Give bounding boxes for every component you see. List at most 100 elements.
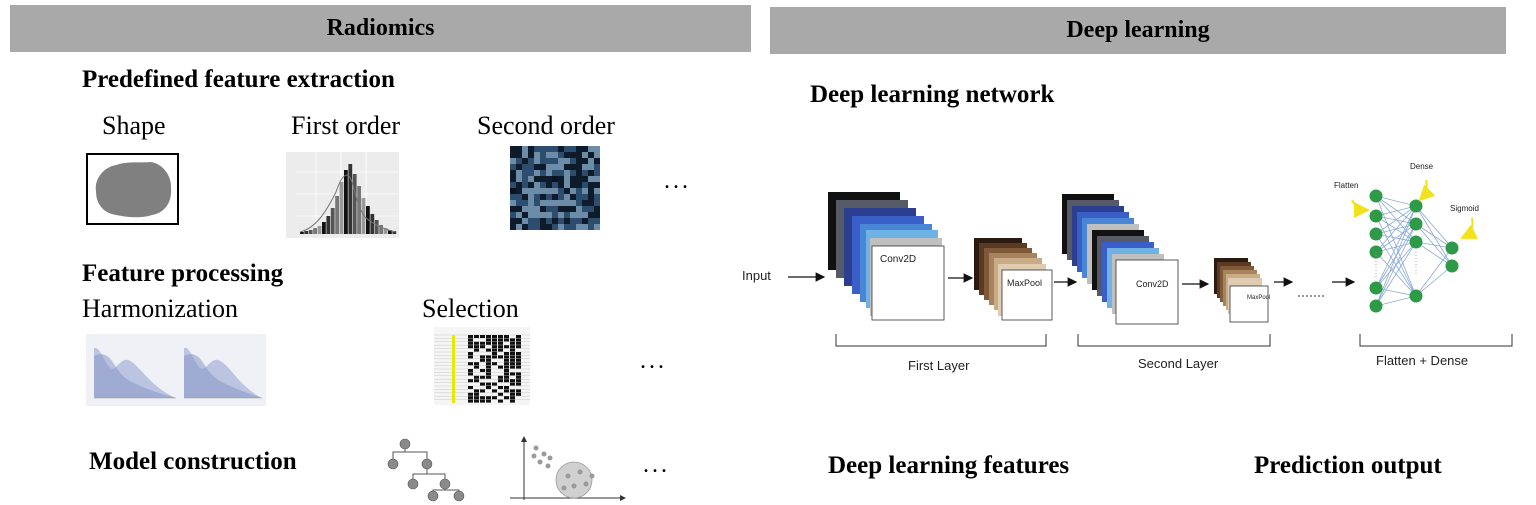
texture-cell [540, 194, 546, 200]
texture-cell [516, 152, 522, 158]
texture-cell [552, 212, 558, 218]
texture-cell [588, 206, 594, 212]
selection-cell [468, 355, 473, 359]
texture-cell [576, 194, 582, 200]
selection-cell [504, 352, 509, 355]
histogram-bar [357, 186, 361, 234]
selection-cell [480, 382, 485, 386]
selection-cell [504, 338, 509, 342]
selection-cell [516, 392, 521, 396]
texture-cell [546, 146, 552, 152]
texture-cell [594, 158, 600, 164]
nn-connection [1375, 195, 1417, 297]
selection-cell [486, 382, 491, 386]
nn-connection [1415, 205, 1453, 249]
selection-cell [504, 389, 509, 393]
feature-processing-ellipsis: ... [640, 348, 667, 374]
texture-cell [576, 224, 582, 230]
texture-cell [594, 194, 600, 200]
texture-cell [576, 152, 582, 158]
texture-cell [522, 200, 528, 206]
selection-cell [480, 335, 485, 338]
harmonization-plot-2 [176, 334, 266, 406]
deep-learning-banner: Deep learning [770, 7, 1506, 54]
histogram-bar [370, 214, 375, 234]
maxpool-label-2: MaxPool [1247, 295, 1271, 301]
selection-cell [480, 396, 485, 400]
texture-cell [528, 212, 534, 218]
second-order-label: Second order [477, 111, 615, 140]
selection-cell [498, 355, 503, 359]
selection-cell [516, 389, 521, 393]
selection-cell [498, 335, 503, 338]
texture-cell [522, 176, 528, 182]
selection-cell [468, 399, 473, 403]
selection-cell [510, 362, 515, 366]
texture-cell [582, 188, 588, 194]
nn-connection [1375, 205, 1417, 217]
texture-cell [552, 194, 558, 200]
texture-cell [522, 218, 528, 224]
selection-cell [468, 372, 473, 376]
texture-cell [558, 176, 564, 182]
selection-cell [504, 365, 509, 369]
selection-cell [510, 399, 515, 403]
conv2d-label-1: Conv2D [880, 254, 917, 265]
texture-cell [510, 170, 516, 176]
texture-cell [516, 176, 522, 182]
texture-cell [564, 194, 570, 200]
texture-cell [522, 158, 528, 164]
selection-cell [486, 372, 491, 376]
texture-cell [564, 176, 570, 182]
texture-cell [522, 164, 528, 170]
texture-cell [534, 188, 540, 194]
nn-neuron [1409, 289, 1423, 303]
selection-cell [486, 369, 491, 372]
texture-cell [522, 170, 528, 176]
texture-cell [552, 146, 558, 152]
texture-cell [528, 176, 534, 182]
texture-cell [564, 200, 570, 206]
texture-cell [510, 152, 516, 158]
texture-cell [534, 182, 540, 188]
texture-cell [582, 200, 588, 206]
selection-cell [480, 341, 485, 345]
nn-connection [1415, 265, 1453, 297]
texture-cell [564, 152, 570, 158]
texture-cell [528, 158, 534, 164]
feature-processing-heading: Feature processing [82, 260, 284, 287]
texture-cell [558, 164, 564, 170]
selection-label: Selection [422, 294, 519, 323]
texture-cell [570, 182, 576, 188]
texture-cell [564, 224, 570, 230]
texture-cell [570, 206, 576, 212]
selection-cell [498, 338, 503, 342]
nn-neuron [1409, 217, 1423, 231]
texture-cell [522, 146, 528, 152]
selection-matrix-image [434, 327, 530, 405]
texture-cell [570, 200, 576, 206]
selection-cell [510, 396, 515, 400]
texture-cell [528, 182, 534, 188]
texture-cell [546, 212, 552, 218]
selection-cell [516, 372, 521, 376]
texture-cell [582, 164, 588, 170]
texture-cell [594, 146, 600, 152]
selection-cell [468, 338, 473, 342]
selection-cell [504, 335, 509, 338]
nn-connection [1375, 295, 1417, 307]
texture-cell [516, 164, 522, 170]
texture-cell [570, 194, 576, 200]
texture-cell [594, 152, 600, 158]
texture-cell [570, 146, 576, 152]
texture-cell [540, 158, 546, 164]
selection-cell [468, 369, 473, 372]
selection-cell [504, 375, 509, 379]
texture-cell [546, 206, 552, 212]
deep-learning-network-heading: Deep learning network [810, 81, 1055, 108]
texture-cell [564, 164, 570, 170]
texture-cell [510, 176, 516, 182]
selection-cell [486, 348, 491, 352]
texture-cell [546, 188, 552, 194]
selection-cell [510, 358, 515, 362]
